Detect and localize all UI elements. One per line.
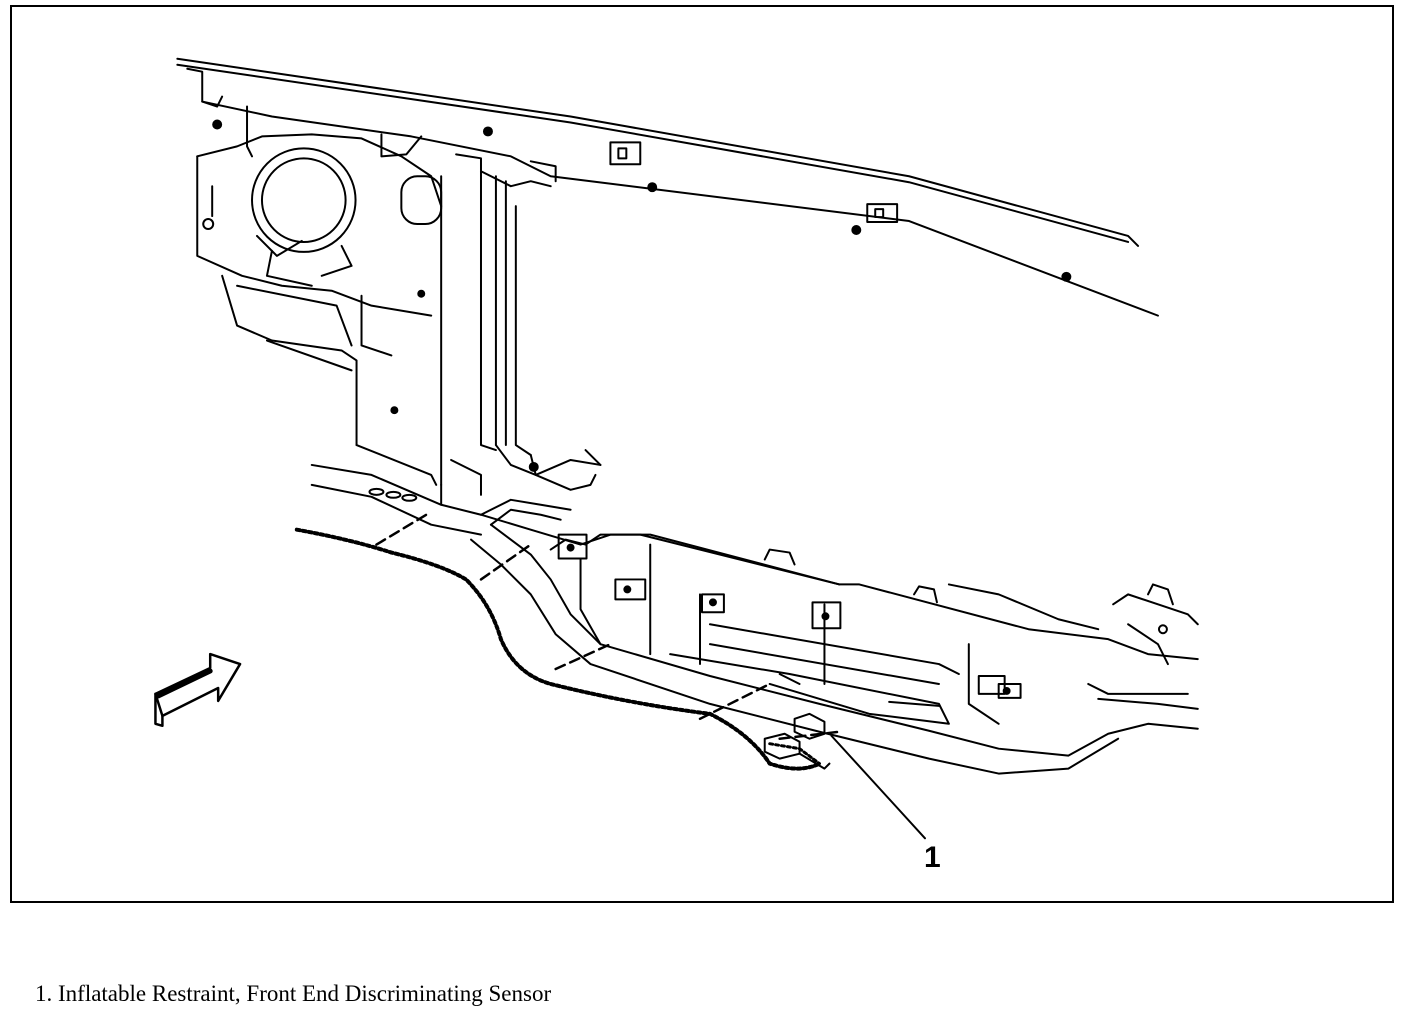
illustration-frame: 1 [10, 5, 1394, 903]
wiring-harness [294, 527, 822, 771]
crossmember-brackets [557, 533, 1174, 699]
front-direction-arrow-icon [154, 652, 242, 728]
callout-leader-line [830, 734, 926, 840]
legend-item-1: 1. Inflatable Restraint, Front End Discr… [35, 981, 552, 1006]
left-lower-panel [221, 274, 438, 486]
headlamp-housing [196, 133, 443, 317]
front-end-sensor [763, 712, 831, 770]
callout-number-1: 1 [924, 841, 941, 874]
upper-tie-bar [176, 57, 1159, 317]
mounting-lines [375, 513, 841, 740]
radiator-support-illustration [154, 57, 1199, 840]
center-vertical-post [440, 170, 552, 506]
left-frame-rail [310, 463, 841, 586]
front-crossmember [470, 523, 1199, 775]
lower-bracket [494, 444, 602, 491]
